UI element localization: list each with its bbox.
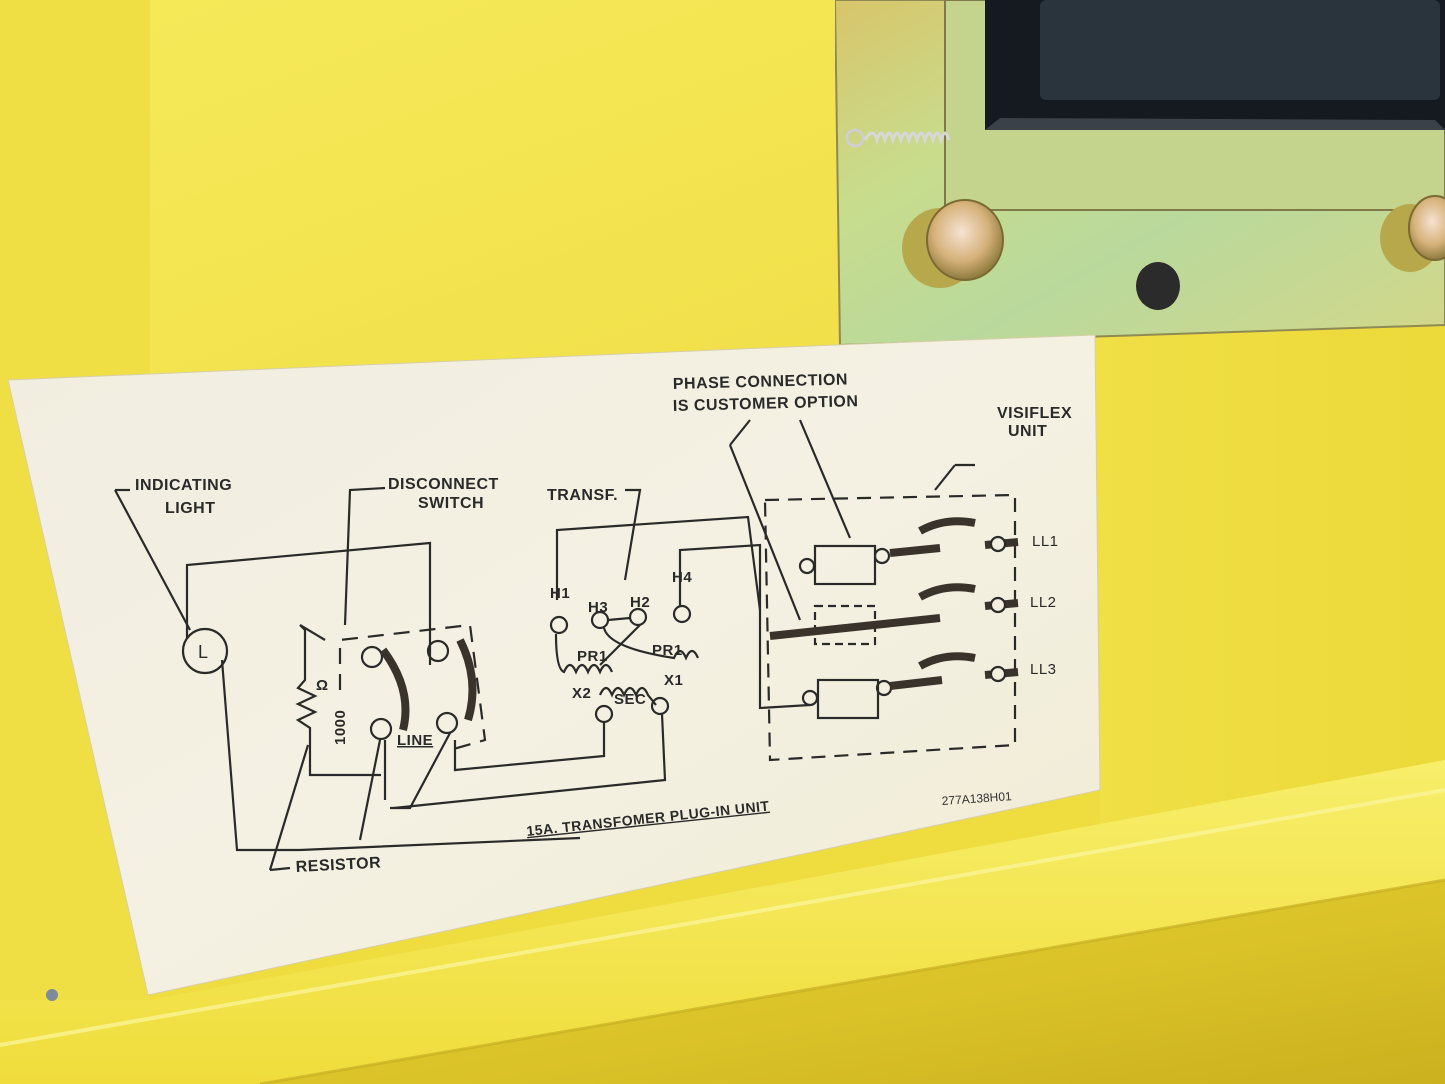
terminal-x2: X2 (572, 685, 591, 702)
terminal-pr1-right: PR1 (652, 642, 683, 659)
bolt-right (1380, 195, 1445, 272)
terminal-sec: SEC (614, 691, 646, 708)
enclosure-side-shade (1100, 300, 1445, 860)
callout-disconnect-switch-2: SWITCH (418, 495, 484, 512)
screw-hole (46, 989, 58, 1001)
terminal-h4: H4 (672, 569, 692, 586)
part-number: 277A138H01 (941, 789, 1012, 808)
line-label: LINE (397, 732, 433, 749)
callout-visiflex-2: UNIT (1008, 423, 1047, 440)
callout-phase-connection-2: IS CUSTOMER OPTION (673, 393, 859, 415)
callout-phase-connection-1: PHASE CONNECTION (673, 371, 849, 393)
callout-transformer: TRANSF. (547, 487, 618, 504)
callout-resistor: RESISTOR (295, 855, 381, 876)
screw-head (1136, 262, 1180, 310)
transformer-bracket (835, 0, 1445, 345)
bolt-left (902, 199, 1004, 288)
spring (845, 128, 951, 148)
callout-disconnect-switch-1: DISCONNECT (388, 476, 499, 493)
terminal-pr1-left: PR1 (577, 648, 608, 665)
terminal-h3: H3 (588, 599, 608, 616)
callout-indicating-light-2: LIGHT (165, 500, 216, 517)
resistor-unit: Ω (316, 677, 329, 694)
terminal-h2: H2 (630, 594, 650, 611)
load-line-3: LL3 (1030, 661, 1057, 678)
terminal-h1: H1 (550, 585, 570, 602)
terminal-x1: X1 (664, 672, 683, 689)
load-line-1: LL1 (1032, 533, 1059, 550)
light-symbol: L (198, 642, 209, 662)
load-line-2: LL2 (1030, 594, 1057, 611)
callout-visiflex-1: VISIFLEX (997, 405, 1072, 422)
callout-indicating-light-1: INDICATING (135, 477, 232, 494)
resistor-value: 1000 (332, 710, 349, 745)
